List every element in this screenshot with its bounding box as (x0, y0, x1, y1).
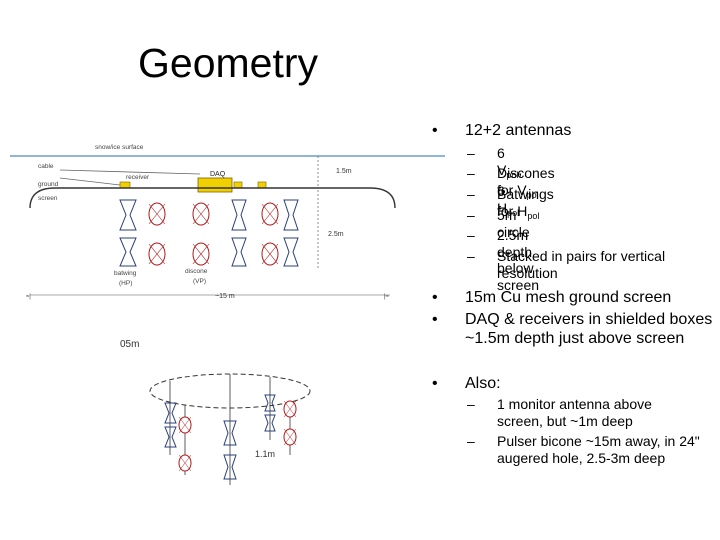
depth-1-5m-label: 1.5m (336, 168, 352, 175)
daq-box (197, 177, 233, 193)
discone-label: discone (185, 268, 208, 275)
discone-vp-label: (VP) (193, 278, 206, 285)
bullet-dot: • (432, 122, 438, 139)
right-end-mark: |≈ (384, 294, 390, 300)
receiver-label: receiver (126, 174, 150, 181)
depth-1-1m-label: 1.1m (255, 449, 275, 459)
bullet-text: 12+2 antennas (465, 122, 572, 139)
batwing-label: batwing (114, 270, 137, 277)
cable-label: cable (38, 163, 54, 170)
snow-surface-label: snow/ice surface (95, 144, 144, 151)
left-end-mark: ≈| (26, 294, 31, 300)
slide-title: Geometry (138, 40, 318, 86)
antenna-circle-diagram: 05m 1.1m (120, 339, 311, 485)
depth-2-5m-label: 2.5m (328, 231, 344, 238)
span-15m-label: ~15 m (215, 293, 235, 300)
daq-label: DAQ (210, 171, 226, 178)
screen-label: screen (38, 195, 58, 202)
cross-section-diagram: snow/ice surface cable ground screen DAQ… (10, 144, 445, 300)
batwing-hp-label: (HP) (119, 280, 132, 287)
receiver-box (119, 181, 131, 189)
ground-label: ground (38, 181, 59, 188)
diameter-label: 05m (120, 339, 139, 350)
ground-screen-line (29, 187, 396, 209)
